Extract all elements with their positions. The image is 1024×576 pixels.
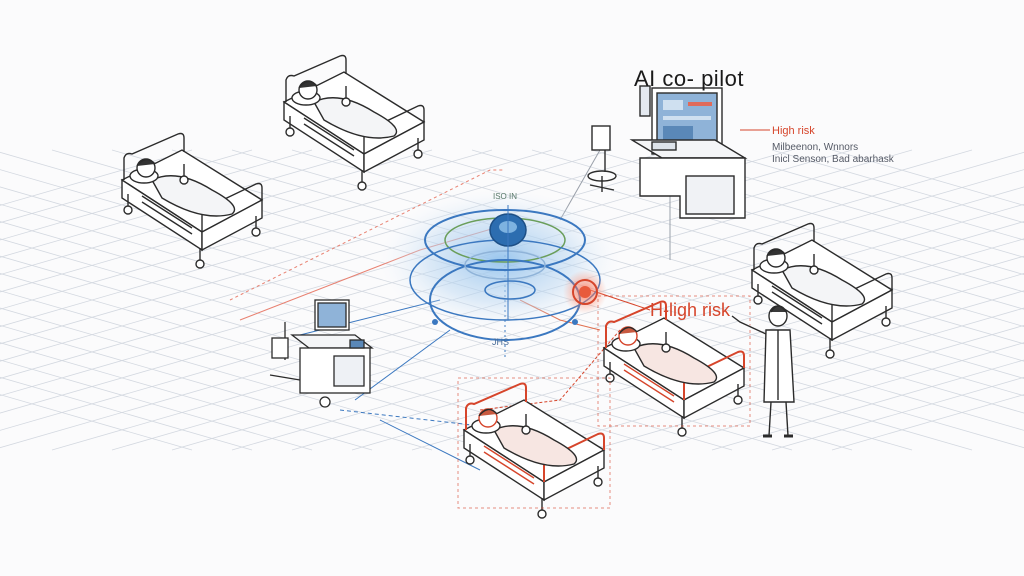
patient-beds [120,54,894,519]
note-line-2: Inicl Senson, Bad abarhask [772,154,894,165]
patient-bed-icon[interactable] [457,377,611,519]
doctor-icon[interactable] [731,305,795,438]
hub-top-label: ISO IN [493,192,518,201]
patient-bed-icon[interactable] [597,295,751,437]
ai-copilot-label: AI co- pilot [634,66,744,91]
high-risk-label-large: H-ligh risk [650,300,731,320]
patient-bed-icon[interactable] [282,54,426,191]
hub-bottom-label: JHS [492,337,510,347]
ai-hub-icon[interactable] [380,190,620,341]
note-line-1: Milbeenon, Wnnors [772,142,859,153]
patient-bed-icon[interactable] [750,222,894,359]
high-risk-label-small: High risk [772,125,815,137]
patient-bed-icon[interactable] [120,132,264,269]
alert-icon[interactable] [563,270,607,314]
workstation-icon[interactable] [269,299,374,408]
ai-copilot-workstation[interactable] [587,85,748,219]
